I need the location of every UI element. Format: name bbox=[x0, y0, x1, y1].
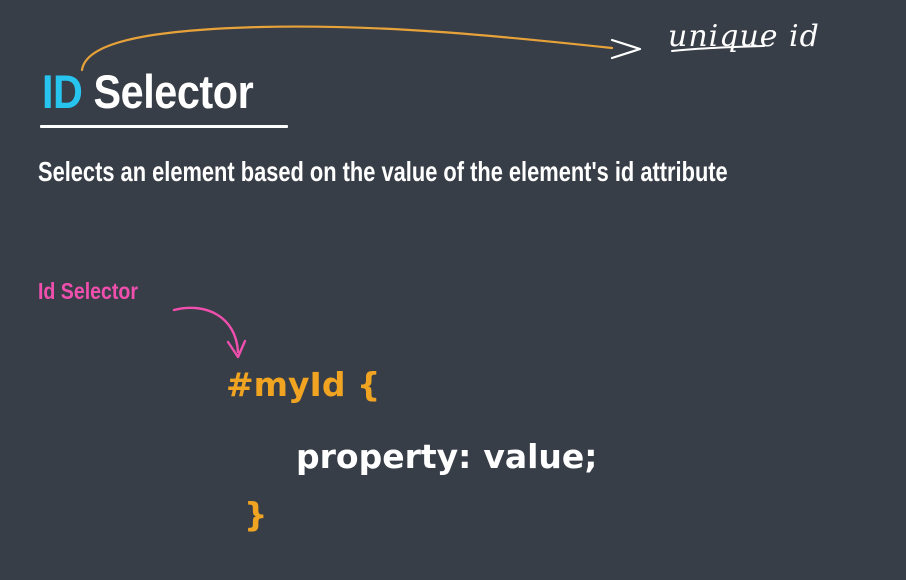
code-closing-brace: } bbox=[244, 495, 268, 534]
code-selector-line: #myId { bbox=[226, 365, 381, 404]
title-rest: Selector bbox=[93, 65, 254, 118]
arrowhead-icon bbox=[610, 38, 642, 60]
pink-arrowhead-icon bbox=[226, 339, 247, 359]
title-accent: ID bbox=[42, 65, 83, 118]
code-value: value; bbox=[483, 437, 598, 476]
code-declaration-line: property: value; bbox=[296, 440, 598, 473]
handwritten-underline bbox=[671, 45, 765, 52]
code-property: property: bbox=[296, 437, 472, 476]
id-selector-label: Id Selector bbox=[38, 278, 138, 304]
page-title: ID Selector bbox=[42, 65, 254, 118]
curved-arrow-icon bbox=[80, 25, 614, 72]
pink-arrow-icon bbox=[172, 306, 240, 354]
title-underline bbox=[40, 125, 288, 128]
description-text: Selects an element based on the value of… bbox=[38, 156, 728, 187]
